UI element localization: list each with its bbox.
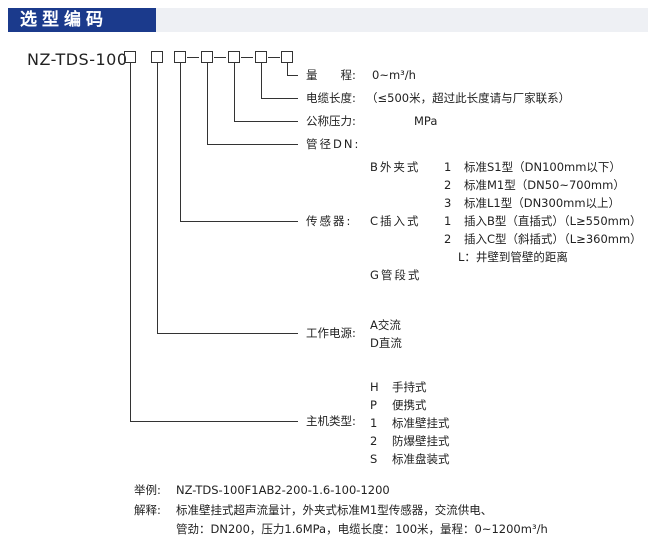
section-header: 选型编码 [8,8,648,32]
section-title: 选型编码 [20,10,108,30]
host-item-text: 便携式 [392,398,427,412]
code-box-cable [255,51,267,63]
code-box-pressure [228,51,240,63]
power-item: D直流 [370,336,402,350]
dn-label: 管径DN: [306,137,361,151]
host-item-code: 2 [370,434,378,448]
pipe-group: G管段式 [370,268,422,282]
host-item-code: 1 [370,416,378,430]
clamp-item-num: 2 [444,178,452,192]
leader-cable [261,63,298,99]
flow-value: 0~m³/h [372,68,416,82]
host-label: 主机类型: [306,414,356,428]
sensor-label: 传感器: [306,214,353,228]
host-item-text: 手持式 [392,380,427,394]
explain-line-2: 管劲：DN200，压力1.6MPa，电缆长度：100米，量程：0~1200m³/… [176,522,548,536]
clamp-item-text: 标准M1型（DN50~700mm） [464,178,625,192]
code-box-sensor [174,51,186,63]
sensor-item-num: 2 [444,232,452,246]
code-box-host [124,51,136,63]
model-prefix: NZ-TDS-100 [27,50,128,69]
host-item-text: 防爆壁挂式 [392,434,450,448]
clamp-item-text: 标准S1型（DN100mm以下） [464,160,621,174]
flow-label: 量 程: [306,68,356,82]
code-box-flow [281,51,293,63]
sensor-group: C插入式 [370,214,421,228]
host-item-text: 标准壁挂式 [392,416,450,430]
cable-value: （≤500米，超过此长度请与厂家联系） [366,91,571,105]
power-label: 工作电源: [306,326,356,340]
explain-line-1: 标准壁挂式超声流量计，外夹式标准M1型传感器，交流供电、 [176,503,493,517]
power-item: A交流 [370,318,401,332]
code-box-power [151,51,163,63]
leader-dn [207,63,298,145]
cable-label: 电缆长度: [306,91,356,105]
host-item-text: 标准盘装式 [392,452,450,466]
host-item-code: H [370,380,379,394]
leader-flow [287,63,298,76]
leader-power [157,63,298,334]
leader-pressure [234,63,298,122]
leader-sensor [180,63,298,222]
sensor-item-text: 插入B型（直插式）（L≥550mm） [464,214,642,228]
leader-host [130,63,298,422]
pressure-value: MPa [414,114,438,128]
host-item-code: P [370,398,377,412]
host-item-code: S [370,452,378,466]
example-label: 举例: [134,483,161,497]
sensor-note: L：井壁到管壁的距离 [458,250,568,264]
clamp-item-num: 1 [444,160,452,174]
clamp-item-num: 3 [444,196,452,210]
clamp-item-text: 标准L1型（DN300mm以上） [464,196,621,210]
code-box-dn [201,51,213,63]
clamp-group: B外夹式 [370,160,421,174]
section-header-tab: 选型编码 [8,8,156,32]
pressure-label: 公称压力: [306,114,356,128]
sensor-item-num: 1 [444,214,452,228]
example-code: NZ-TDS-100F1AB2-200-1.6-100-1200 [176,483,390,497]
explain-label: 解释: [134,503,161,517]
sensor-item-text: 插入C型（斜插式）（L≥360mm） [464,232,642,246]
